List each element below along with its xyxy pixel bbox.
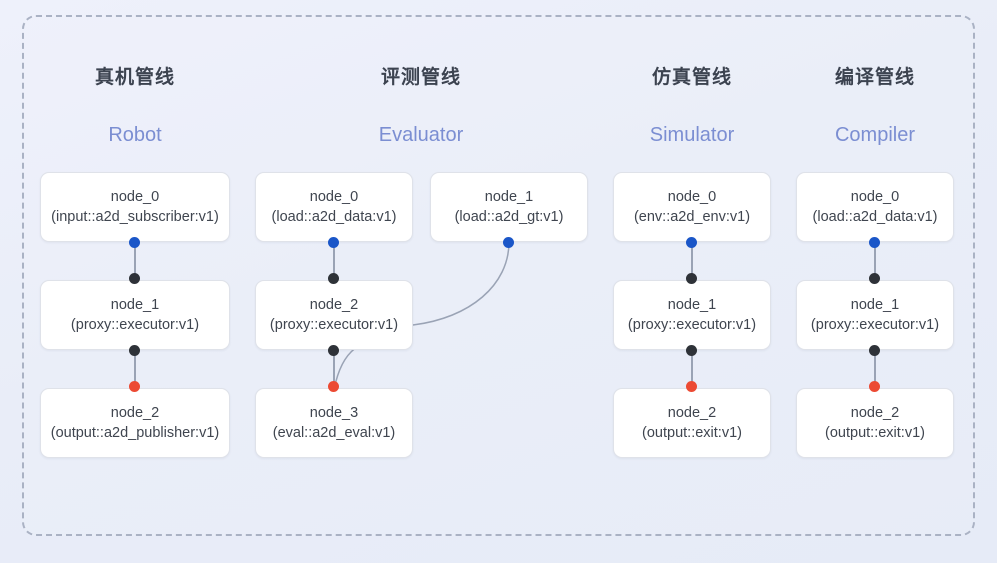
node-label-name: node_3 <box>309 405 359 421</box>
edge-simulator-0-1 <box>691 242 693 280</box>
node-label-name: node_1 <box>484 189 534 205</box>
node-label-type: (load::a2d_data:v1) <box>271 209 397 225</box>
node-label-type: (eval::a2d_eval:v1) <box>272 425 396 441</box>
port-output-evaluator-1[interactable] <box>503 237 514 248</box>
column-title-en-simulator: Simulator <box>649 124 735 146</box>
port-input-evaluator-3[interactable] <box>328 381 339 392</box>
port-input-simulator-2[interactable] <box>686 381 697 392</box>
port-output-evaluator-2[interactable] <box>328 345 339 356</box>
node-label-name: node_1 <box>667 297 717 313</box>
node-label-type: (proxy::executor:v1) <box>70 317 200 333</box>
port-output-simulator-1[interactable] <box>686 345 697 356</box>
node-simulator-0[interactable]: node_0 (env::a2d_env:v1) <box>613 172 771 242</box>
node-label-type: (load::a2d_data:v1) <box>812 209 938 225</box>
node-evaluator-0[interactable]: node_0 (load::a2d_data:v1) <box>255 172 413 242</box>
edge-robot-1-2 <box>134 350 136 388</box>
edge-evaluator-0-2 <box>333 242 335 280</box>
node-label-type: (proxy::executor:v1) <box>269 317 399 333</box>
node-label-name: node_2 <box>309 297 359 313</box>
edge-simulator-1-2 <box>691 350 693 388</box>
edge-robot-0-1 <box>134 242 136 280</box>
node-label-type: (proxy::executor:v1) <box>627 317 757 333</box>
column-robot: 真机管线 Robot <box>40 0 230 563</box>
port-output-compiler-1[interactable] <box>869 345 880 356</box>
column-title-en-compiler: Compiler <box>834 124 916 146</box>
edge-evaluator-2-3 <box>333 350 335 388</box>
node-label-name: node_0 <box>309 189 359 205</box>
port-input-robot-1[interactable] <box>129 273 140 284</box>
node-evaluator-3[interactable]: node_3 (eval::a2d_eval:v1) <box>255 388 413 458</box>
port-output-evaluator-0[interactable] <box>328 237 339 248</box>
node-robot-0[interactable]: node_0 (input::a2d_subscriber:v1) <box>40 172 230 242</box>
node-label-name: node_0 <box>850 189 900 205</box>
node-label-type: (load::a2d_gt:v1) <box>454 209 564 225</box>
node-label-name: node_0 <box>667 189 717 205</box>
edge-compiler-1-2 <box>874 350 876 388</box>
port-input-robot-2[interactable] <box>129 381 140 392</box>
node-label-type: (output::exit:v1) <box>825 425 925 441</box>
port-input-compiler-1[interactable] <box>869 273 880 284</box>
node-simulator-1[interactable]: node_1 (proxy::executor:v1) <box>613 280 771 350</box>
port-input-compiler-2[interactable] <box>869 381 880 392</box>
node-label-type: (output::exit:v1) <box>642 425 742 441</box>
port-output-robot-1[interactable] <box>129 345 140 356</box>
node-compiler-0[interactable]: node_0 (load::a2d_data:v1) <box>796 172 954 242</box>
column-title-cn-evaluator: 评测管线 <box>380 67 461 88</box>
column-title-cn-robot: 真机管线 <box>94 67 175 88</box>
node-label-name: node_2 <box>850 405 900 421</box>
node-robot-1[interactable]: node_1 (proxy::executor:v1) <box>40 280 230 350</box>
node-compiler-1[interactable]: node_1 (proxy::executor:v1) <box>796 280 954 350</box>
node-label-type: (env::a2d_env:v1) <box>633 209 751 225</box>
column-title-en-evaluator: Evaluator <box>378 124 464 146</box>
node-label-name: node_1 <box>110 297 160 313</box>
node-label-type: (input::a2d_subscriber:v1) <box>51 209 219 225</box>
column-evaluator: 评测管线 Evaluator <box>326 0 516 563</box>
column-title-en-robot: Robot <box>108 124 162 146</box>
node-evaluator-2[interactable]: node_2 (proxy::executor:v1) <box>255 280 413 350</box>
node-label-name: node_1 <box>850 297 900 313</box>
port-output-robot-0[interactable] <box>129 237 140 248</box>
node-robot-2[interactable]: node_2 (output::a2d_publisher:v1) <box>40 388 230 458</box>
node-compiler-2[interactable]: node_2 (output::exit:v1) <box>796 388 954 458</box>
node-label-name: node_2 <box>110 405 160 421</box>
edge-compiler-0-1 <box>874 242 876 280</box>
node-label-type: (proxy::executor:v1) <box>810 317 940 333</box>
node-label-type: (output::a2d_publisher:v1) <box>50 425 220 441</box>
node-simulator-2[interactable]: node_2 (output::exit:v1) <box>613 388 771 458</box>
column-simulator: 仿真管线 Simulator <box>613 0 771 563</box>
node-label-name: node_0 <box>110 189 160 205</box>
column-compiler: 编译管线 Compiler <box>796 0 954 563</box>
node-label-name: node_2 <box>667 405 717 421</box>
port-output-compiler-0[interactable] <box>869 237 880 248</box>
node-evaluator-1[interactable]: node_1 (load::a2d_gt:v1) <box>430 172 588 242</box>
port-input-simulator-1[interactable] <box>686 273 697 284</box>
column-title-cn-compiler: 编译管线 <box>834 67 915 88</box>
port-input-evaluator-2[interactable] <box>328 273 339 284</box>
column-title-cn-simulator: 仿真管线 <box>651 67 732 88</box>
port-output-simulator-0[interactable] <box>686 237 697 248</box>
